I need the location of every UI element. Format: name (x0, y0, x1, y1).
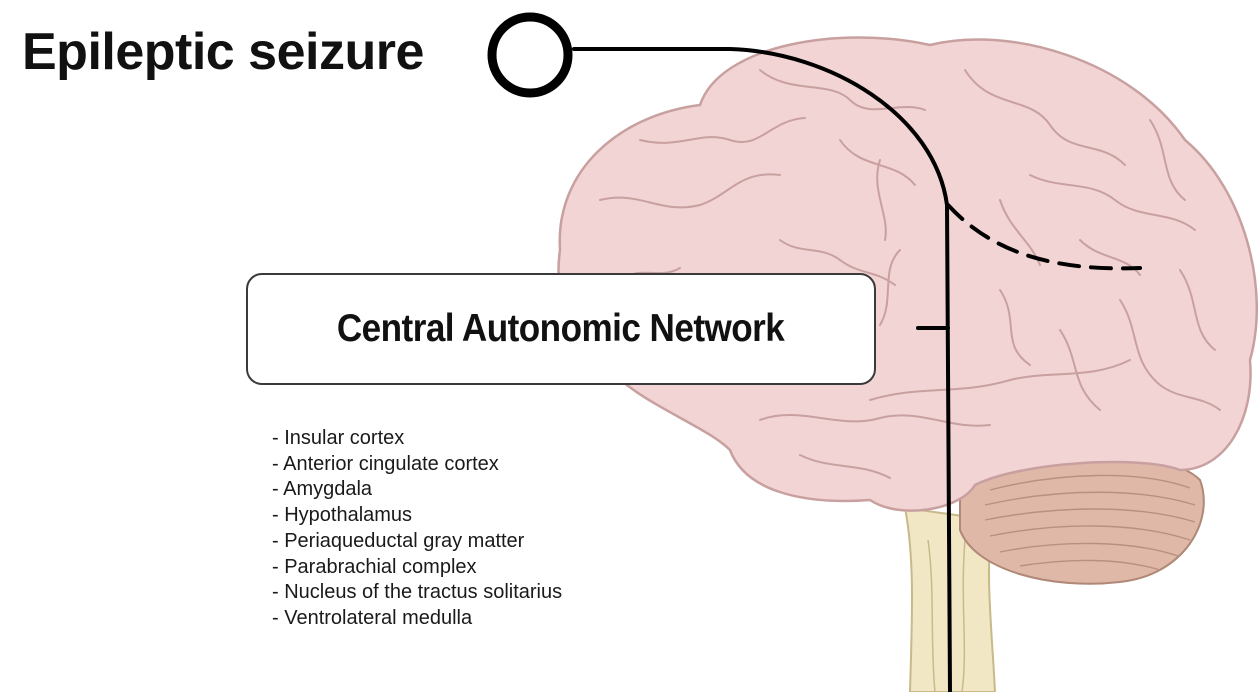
region-item: - Hypothalamus (272, 503, 562, 529)
network-regions-list: - Insular cortex - Anterior cingulate co… (272, 426, 562, 632)
region-item: - Insular cortex (272, 426, 562, 452)
region-item: - Parabrachial complex (272, 555, 562, 581)
region-item: - Periaqueductal gray matter (272, 529, 562, 555)
region-item: - Anterior cingulate cortex (272, 452, 562, 478)
region-item: - Ventrolateral medulla (272, 606, 562, 632)
region-item: - Nucleus of the tractus solitarius (272, 580, 562, 606)
diagram-title: Epileptic seizure (22, 22, 424, 82)
region-item: - Amygdala (272, 477, 562, 503)
seizure-focus-icon (492, 17, 568, 93)
central-autonomic-network-label: Central Autonomic Network (337, 307, 784, 351)
central-autonomic-network-box: Central Autonomic Network (246, 273, 876, 385)
